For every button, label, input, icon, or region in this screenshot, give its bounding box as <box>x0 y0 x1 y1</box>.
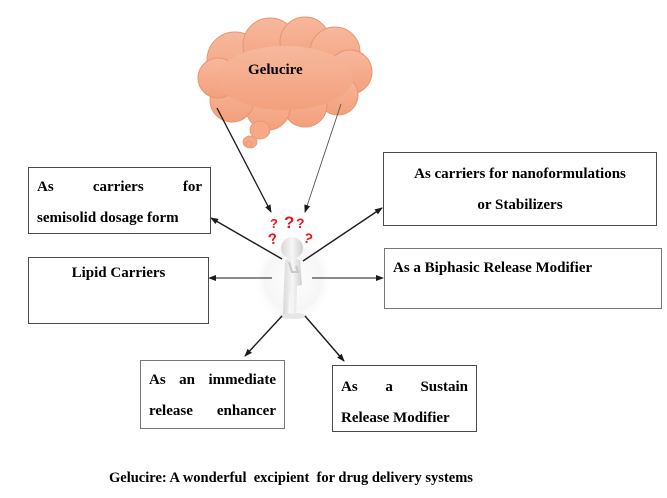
svg-text:?: ? <box>284 213 294 232</box>
box-immediate-line1: As an immediate <box>149 372 276 388</box>
svg-text:?: ? <box>270 216 278 231</box>
arrow-cloud-left <box>216 107 272 213</box>
box-semisolid-line2: semisolid dosage form <box>37 210 179 226</box>
box-lipid-line1: Lipid Carriers <box>71 265 166 281</box>
box-immediate-line2: release enhancer <box>149 403 276 419</box>
box-sustain-release: As a Sustain Release Modifier <box>332 365 477 432</box>
thinking-person-icon <box>253 235 333 325</box>
box-sustain-line1: As a Sustain <box>341 379 468 395</box>
box-nanoformulation-carriers: As carriers for nanoformulations or Stab… <box>383 152 657 226</box>
svg-text:?: ? <box>296 215 305 231</box>
arrow-to-sustain <box>304 315 345 362</box>
box-biphasic-release: As a Biphasic Release Modifier <box>384 248 662 309</box>
central-concept-label: Gelucire <box>248 62 303 78</box>
box-biphasic-line1: As a Biphasic Release Modifier <box>393 260 593 276</box>
thought-cloud-icon <box>197 16 373 149</box>
arrow-cloud-right <box>304 103 342 213</box>
box-nano-line2: or Stabilizers <box>477 197 563 213</box>
figure-caption: Gelucire: A wonderful excipient for drug… <box>109 470 473 486</box>
box-nano-line1: As carriers for nanoformulations <box>414 166 626 182</box>
arrow-to-immediate <box>244 315 283 357</box>
box-immediate-release: As an immediate release enhancer <box>140 360 285 429</box>
box-lipid-carriers: Lipid Carriers <box>28 257 209 324</box>
box-sustain-line2: Release Modifier <box>341 410 450 426</box>
arrow-to-nano <box>302 207 383 262</box>
svg-text:?: ? <box>267 230 280 249</box>
box-semisolid-carriers: As carriers for semisolid dosage form <box>28 167 211 234</box>
arrow-to-semisolid <box>210 217 283 260</box>
box-semisolid-line1: As carriers for <box>37 179 202 195</box>
